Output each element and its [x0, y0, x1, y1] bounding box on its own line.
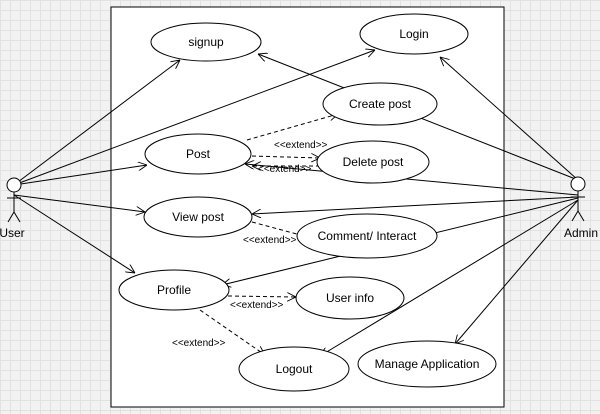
use-case-logout[interactable]: Logout — [238, 346, 350, 392]
use-case-create-post[interactable]: Create post — [322, 82, 438, 126]
stereotype-label: <<extend>> — [258, 164, 312, 175]
use-case-label: Delete post — [343, 155, 404, 169]
use-case-label: signup — [188, 35, 224, 49]
extend-post-deletepost — [251, 156, 320, 158]
actor-head — [6, 177, 22, 193]
actor-leg-left — [7, 211, 15, 223]
use-case-label: Logout — [276, 362, 313, 376]
assoc-admin-logout — [320, 199, 579, 356]
actor-leg-right — [13, 211, 21, 223]
extend-post-createpost — [246, 114, 338, 141]
use-case-label: Profile — [157, 283, 191, 297]
use-cases: signup Login Create post Post Delete pos… — [118, 13, 497, 392]
extend-relations — [199, 114, 338, 355]
use-case-label: Manage Application — [375, 357, 480, 371]
assoc-admin-post — [245, 164, 579, 196]
use-case-user-info[interactable]: User info — [295, 276, 405, 320]
use-case-delete-post[interactable]: Delete post — [316, 140, 430, 184]
stereotype-label: <<extend>> — [172, 338, 226, 349]
use-case-label: Comment/ Interact — [318, 229, 417, 243]
actor-leg-right — [577, 210, 585, 222]
use-case-login[interactable]: Login — [359, 13, 469, 55]
use-case-label: View post — [172, 210, 224, 224]
use-case-label: User info — [326, 291, 374, 305]
assoc-user-viewpost — [13, 194, 145, 212]
stereotype-label: <<extend>> — [230, 300, 284, 311]
assoc-user-profile — [13, 194, 135, 273]
actor-label: Admin — [564, 226, 598, 240]
extend-profile-userinfo — [227, 296, 296, 297]
use-case-post[interactable]: Post — [144, 133, 252, 175]
stereotype-labels: <<extend>> <<extend>> <<extend>> <<exten… — [172, 140, 328, 349]
use-case-manage-application[interactable]: Manage Application — [357, 340, 497, 388]
use-case-label: Create post — [349, 97, 412, 111]
use-case-signup[interactable]: signup — [150, 22, 262, 62]
use-case-profile[interactable]: Profile — [118, 269, 230, 311]
actor-label: User — [0, 226, 25, 240]
extend-viewpost-comment — [251, 221, 308, 237]
assoc-admin-viewpost — [252, 196, 579, 214]
stereotype-label: <<extend>> — [243, 235, 297, 246]
stereotype-label: <<extend>> — [274, 140, 328, 151]
use-case-comment-interact[interactable]: Comment/ Interact — [296, 213, 438, 259]
assoc-admin-login — [440, 57, 579, 181]
actor-leg-left — [571, 210, 579, 222]
extend-profile-logout — [199, 309, 265, 355]
assoc-admin-manage — [455, 199, 579, 344]
use-case-view-post[interactable]: View post — [143, 196, 253, 238]
actor-admin[interactable]: Admin — [564, 176, 598, 240]
actor-head — [570, 176, 586, 192]
assoc-user-login — [13, 50, 375, 186]
use-case-label: Login — [399, 27, 428, 41]
use-case-label: Post — [186, 147, 211, 161]
actor-user[interactable]: User — [0, 177, 25, 240]
assoc-user-post — [13, 165, 147, 186]
assoc-user-signup — [13, 60, 180, 186]
